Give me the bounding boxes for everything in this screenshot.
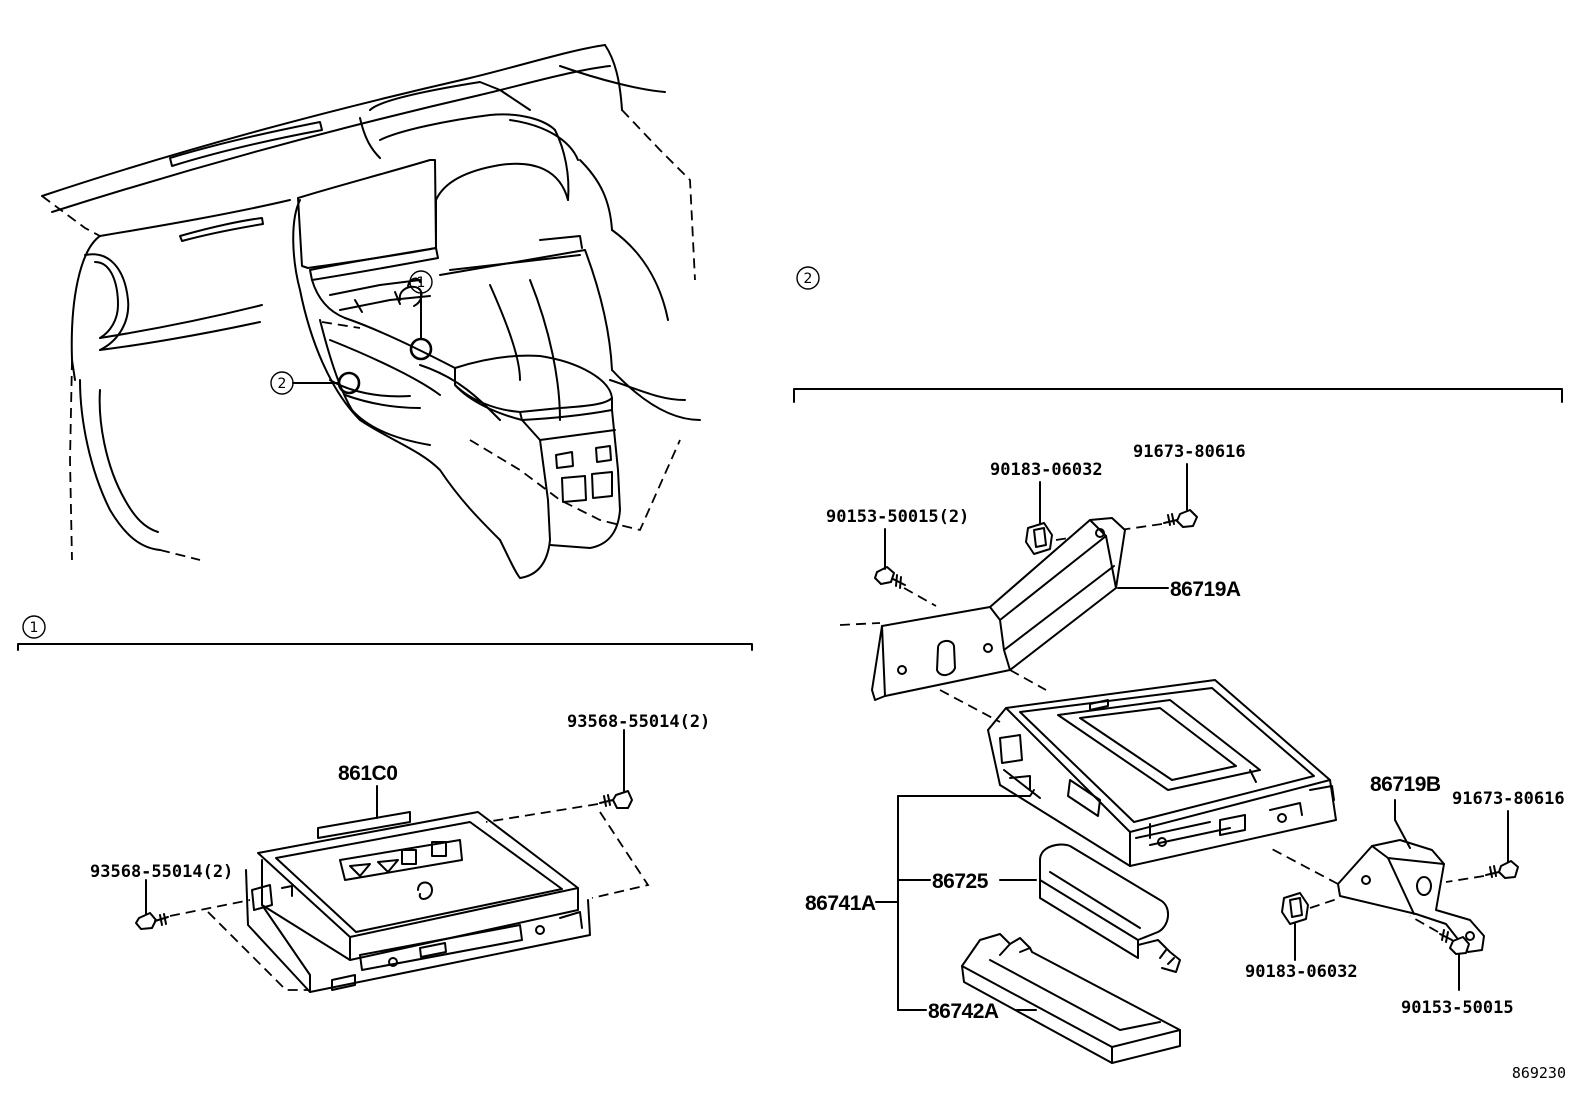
clip-bottom-label: 90183-06032 — [1245, 962, 1358, 982]
section-1: 1 861C0 — [17, 615, 753, 993]
overview-callout-1: 1 — [409, 270, 433, 361]
bolt-top-icon — [1163, 509, 1198, 528]
bracket-86719B — [1337, 839, 1485, 953]
clip-top-label: 90183-06032 — [990, 460, 1103, 480]
section-2: 2 90183-06032 91673-80616 90153-50015(2) — [793, 266, 1565, 1064]
assembly-86741A — [987, 679, 1337, 867]
part-86742A-label: 86742A — [928, 1000, 999, 1023]
bracket-86719B-label: 86719B — [1370, 773, 1441, 796]
screw-bottom-icon — [1439, 929, 1470, 955]
assembly-86741A-label: 86741A — [805, 892, 876, 915]
callout-2-label: 2 — [278, 376, 287, 392]
wireless-charger-module — [245, 811, 591, 993]
section-1-marker: 1 — [30, 620, 39, 636]
clip-bottom-icon — [1281, 892, 1309, 925]
screw-top-icon — [874, 566, 906, 589]
screw-left-label: 93568-55014(2) — [90, 862, 233, 882]
part-86725-label: 86725 — [932, 870, 989, 893]
bolt-right-icon — [1485, 860, 1519, 879]
figure-reference: 869230 — [1512, 1064, 1566, 1082]
section-2-marker: 2 — [804, 271, 813, 287]
part-86725 — [1039, 843, 1181, 973]
screw-right-icon — [599, 790, 633, 809]
bolt-right-label: 91673-80616 — [1452, 789, 1565, 809]
bracket-86719A — [871, 517, 1126, 701]
screw-right-label: 93568-55014(2) — [567, 712, 710, 732]
overview-callout-2: 2 — [270, 371, 361, 395]
bracket-86719A-label: 86719A — [1170, 578, 1241, 601]
callout-1-label: 1 — [417, 275, 426, 291]
bolt-top-label: 91673-80616 — [1133, 442, 1246, 462]
screw-left-icon — [135, 912, 169, 930]
screw-top-label: 90153-50015(2) — [826, 507, 969, 527]
part-86742A — [961, 933, 1181, 1064]
overview-illustration — [41, 44, 701, 579]
screw-bottom-label: 90153-50015 — [1401, 998, 1514, 1018]
part-861C0-label: 861C0 — [338, 762, 397, 785]
